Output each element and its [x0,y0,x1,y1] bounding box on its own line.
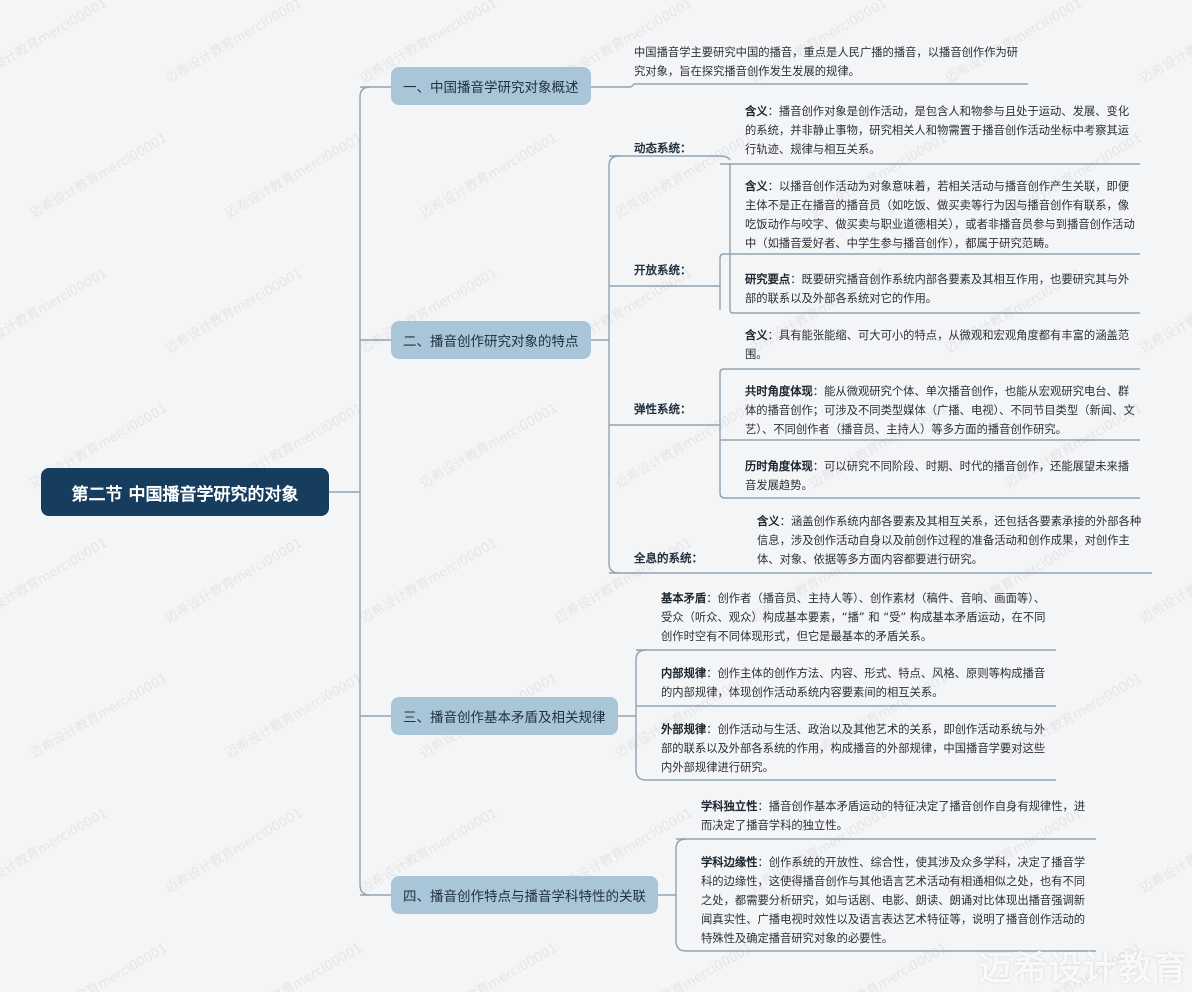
branch-node-3[interactable]: 三、播音创作基本矛盾及相关规律 [391,697,618,735]
trunk-connector [359,86,371,896]
branch-label: 一、中国播音学研究对象概述 [403,80,579,96]
branch-label: 四、播音创作特点与播音学科特性的关联 [403,889,646,905]
branch-node-1[interactable]: 一、中国播音学研究对象概述 [391,67,591,105]
branch4-spine [675,838,1096,952]
leaf-external-law: 外部规律：创作活动与生活、政治以及其他艺术的关系，即创作活动系统与外部的联系以及… [661,723,1046,774]
open-leaf-bracket [729,164,1140,314]
root-node[interactable]: 第二节 中国播音学研究的对象 [41,468,329,516]
leaf-open-research: 研究要点：既要研究播音创作系统内部各要素及其相互作用，也要研究其与外部的联系以及… [745,273,1130,305]
leaf-dynamic-meaning: 含义：播音创作对象是创作活动，是包含人和物参与且处于运动、发展、变化的系统，并非… [745,105,1130,156]
branch-label: 二、播音创作研究对象的特点 [403,334,579,350]
leaf-elastic-meaning: 含义：具有能张能缩、可大可小的特点，从微观和宏观角度都有丰富的涵盖范围。 [745,329,1130,361]
leaf-basic-contradiction: 基本矛盾：创作者（播音员、主持人等）、创作素材（稿件、音响、画面等）、受众（听众… [661,592,1046,643]
branch2-spine [608,155,620,574]
leaf-elastic-synchronic: 共时角度体现：能从微观研究个体、单次播音创作，也能从宏观研究电台、群体的播音创作… [745,385,1135,436]
root-title: 第二节 中国播音学研究的对象 [71,484,299,505]
sub-node-dynamic[interactable]: 动态系统： [634,141,692,155]
dynamic-leaf-line [719,155,1140,165]
elastic-spine [719,373,1140,499]
branch-node-2[interactable]: 二、播音创作研究对象的特点 [391,321,591,359]
elastic-meaning-line [719,368,1140,374]
sub-node-holographic[interactable]: 全息的系统： [634,551,703,565]
leaf-holographic-meaning: 含义：涵盖创作系统内部各要素及其相互关系，还包括各要素承接的外部各种信息，涉及创… [757,515,1142,566]
branch1-leaf-line [588,83,1028,88]
leaf-discipline-marginality: 学科边缘性：创作系统的开放性、综合性，使其涉及众多学科，决定了播音学科的边缘性，… [701,856,1086,945]
leaf-discipline-independence: 学科独立性：播音创作基本矛盾运动的特征决定了播音创作自身有规律性，进而决定了播音… [701,800,1086,832]
brand-watermark: 迈希设计教育 [978,949,1188,989]
leaf-elastic-diachronic: 历时角度体现：可以研究不同阶段、时期、时代的播音创作，还能展望未来播音发展趋势。 [745,460,1130,492]
branch-node-4[interactable]: 四、播音创作特点与播音学科特性的关联 [391,876,658,914]
sub-node-elastic[interactable]: 弹性系统： [634,402,692,416]
open-meaning-line [719,253,1140,259]
leaf-open-meaning: 含义：以播音创作活动为对象意味着，若相关活动与播音创作产生关联，即便主体不是正在… [745,180,1135,250]
sub-node-open[interactable]: 开放系统： [634,263,692,277]
leaf-overview: 中国播音学主要研究中国的播音，重点是人民广播的播音，以播音创作作为研究对象，旨在… [634,46,1019,78]
branch-label: 三、播音创作基本矛盾及相关规律 [403,710,606,726]
branch3-spine [635,649,1056,781]
leaf-internal-law: 内部规律：创作主体的创作方法、内容、形式、特点、风格、原则等构成播音的内部规律，… [661,667,1046,699]
